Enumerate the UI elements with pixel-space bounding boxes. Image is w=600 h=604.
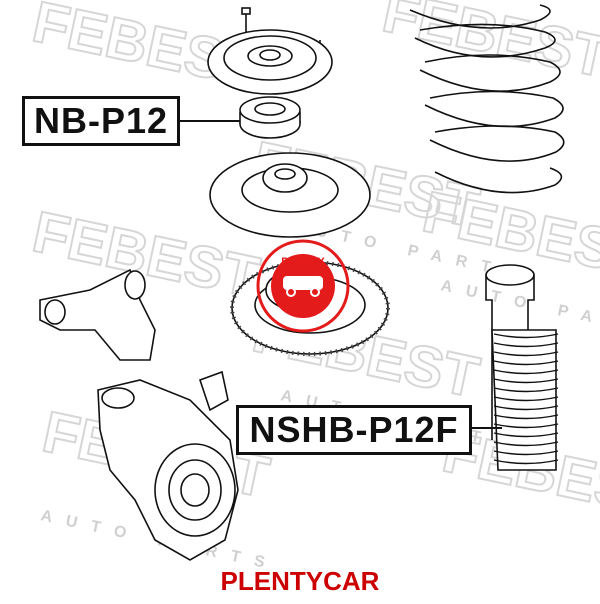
watermark-brand-2: FEBEST <box>377 0 600 90</box>
bellows-fold <box>493 360 559 366</box>
bellows-fold <box>493 351 559 357</box>
bearing-drawing <box>239 96 301 139</box>
plentycar-stamp: PLENTY CAR <box>256 239 350 333</box>
bellows-fold <box>493 441 559 447</box>
bellows-fold <box>493 396 559 402</box>
strut-mount-drawing <box>207 7 333 95</box>
bellows-fold <box>493 423 559 429</box>
footer-brand-text: PLENTYCAR <box>220 566 380 596</box>
bellows-fold <box>493 387 559 393</box>
coil-spring-drawing <box>409 4 565 194</box>
bellows-fold <box>493 459 559 465</box>
bellows-fold <box>493 333 559 339</box>
part-number-label-nb: NB-P12 <box>22 96 180 146</box>
spring-seat-drawing <box>209 152 371 238</box>
knuckle-drawing <box>39 268 239 561</box>
car-icon <box>283 276 323 290</box>
bellows-fold <box>493 414 559 420</box>
stamp-text-top: PLENTY <box>281 256 325 268</box>
bellows-fold <box>493 432 559 438</box>
stamp-text-bottom: CAR <box>291 307 315 319</box>
dust-boot-bellows <box>493 333 559 465</box>
part-number-label-nshb: NSHB-P12F <box>236 405 472 455</box>
bellows-fold <box>493 405 559 411</box>
bellows-fold <box>493 369 559 375</box>
bellows-fold <box>493 342 559 348</box>
bellows-fold <box>493 378 559 384</box>
bellows-fold <box>493 450 559 456</box>
